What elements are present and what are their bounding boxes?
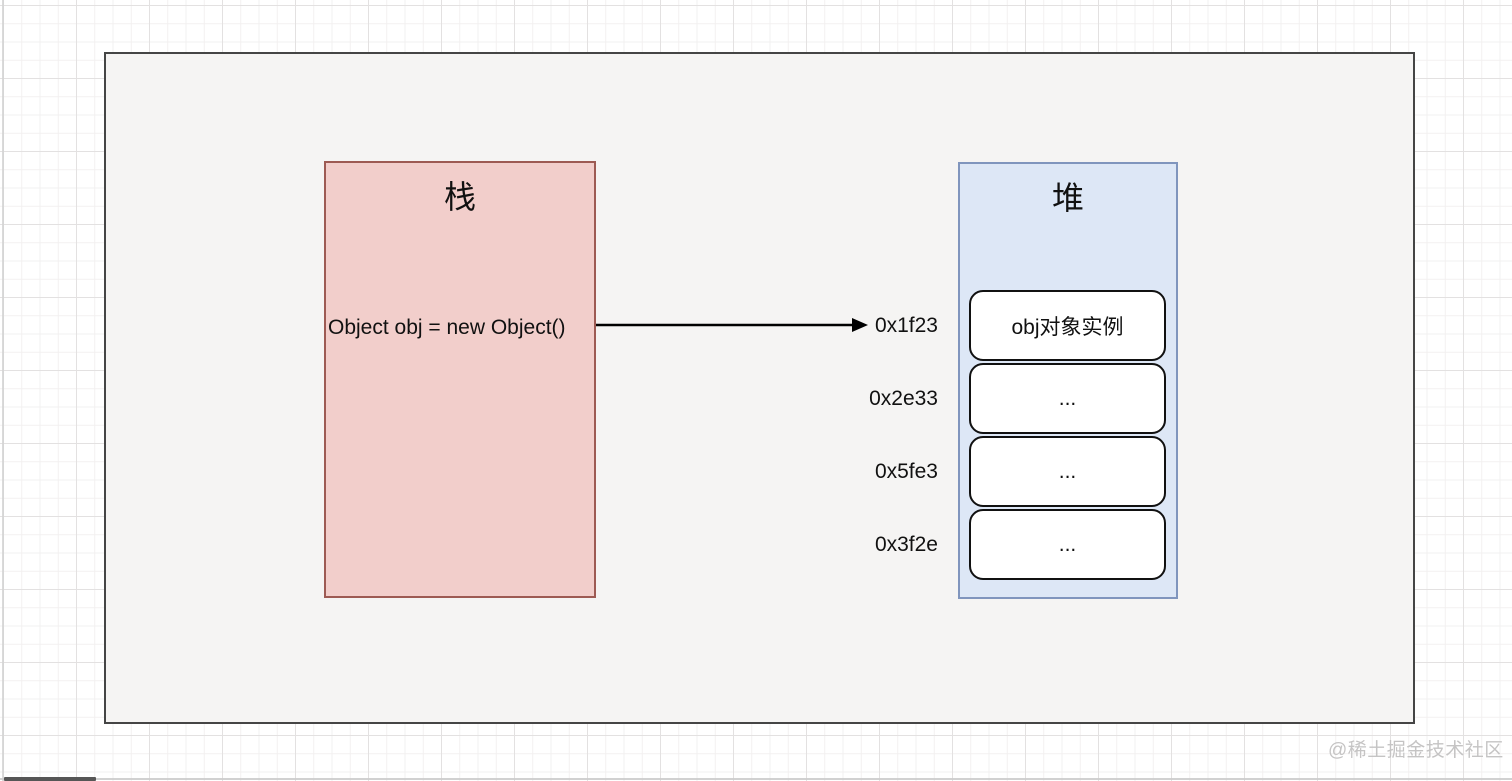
stack-code-label: Object obj = new Object() bbox=[328, 316, 566, 339]
heap-cell-4: ... bbox=[969, 509, 1166, 580]
heap-cell-2: ... bbox=[969, 363, 1166, 434]
heap-cell-3: ... bbox=[969, 436, 1166, 507]
diagram-canvas bbox=[104, 52, 1415, 724]
heap-box: 堆 obj对象实例 ... ... ... bbox=[958, 162, 1178, 599]
bottom-edge-artifact bbox=[4, 777, 96, 781]
heap-address-2: 0x2e33 bbox=[869, 387, 938, 410]
left-edge-line bbox=[2, 0, 4, 781]
heap-title: 堆 bbox=[1051, 180, 1084, 216]
bottom-edge-line bbox=[0, 778, 1512, 780]
heap-address-4: 0x3f2e bbox=[874, 533, 938, 556]
heap-cell-obj-instance: obj对象实例 bbox=[969, 290, 1166, 361]
juejin-watermark: @稀土掘金技术社区 bbox=[1328, 740, 1504, 761]
stack-box: 栈 Object obj = new Object() bbox=[324, 161, 596, 598]
heap-cell-list: obj对象实例 ... ... ... bbox=[969, 290, 1166, 580]
stack-title: 栈 bbox=[443, 179, 476, 215]
heap-address-3: 0x5fe3 bbox=[874, 460, 938, 483]
heap-address-1: 0x1f23 bbox=[874, 314, 938, 337]
